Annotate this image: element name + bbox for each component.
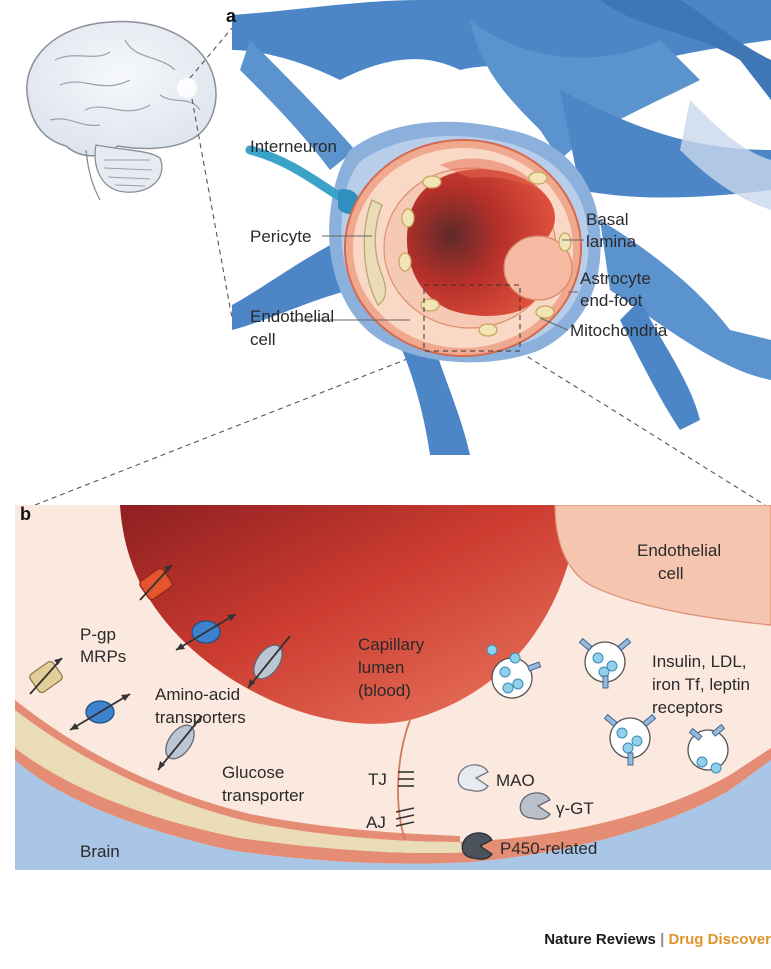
panel-b-letter: b [20,504,31,524]
label-basal-lamina-line2: lamina [586,232,637,251]
label-astrocyte-line1: Astrocyte [580,269,651,288]
label-amino-acid-line2: transporters [155,708,246,727]
label-glucose-line1: Glucose [222,763,284,782]
label-adherens-junction: AJ [366,813,386,832]
label-endothelial-cell-line2: cell [250,330,276,349]
label-capillary-lumen-line3: (blood) [358,681,411,700]
label-endothelial-b-line2: cell [658,564,684,583]
journal-credit: Nature Reviews | Drug Discover [544,931,771,948]
brain-illustration [27,22,216,200]
label-capillary-lumen-line1: Capillary [358,635,425,654]
label-amino-acid-line1: Amino-acid [155,685,240,704]
label-astrocyte-line2: end-foot [580,291,643,310]
label-mao: MAO [496,771,535,790]
capillary-cross-section [345,140,581,356]
label-glucose-line2: transporter [222,786,305,805]
label-p450: P450-related [500,839,597,858]
label-receptors-line2: iron Tf, leptin [652,675,750,694]
label-ggt: γ-GT [556,799,594,818]
label-mrps: MRPs [80,647,126,666]
panel-a-letter: a [226,6,237,26]
label-brain: Brain [80,842,120,861]
label-receptors-line1: Insulin, LDL, [652,652,747,671]
label-basal-lamina-line1: Basal [586,210,629,229]
journal-separator: | [656,931,669,948]
label-mitochondria: Mitochondria [570,321,668,340]
label-interneuron: Interneuron [250,137,337,156]
label-receptors-line3: receptors [652,698,723,717]
label-endothelial-cell-line1: Endothelial [250,307,334,326]
journal-name: Nature Reviews [544,931,656,948]
journal-section: Drug Discover [668,931,771,948]
label-tight-junction: TJ [368,770,387,789]
label-capillary-lumen-line2: lumen [358,658,404,677]
label-endothelial-b-line1: Endothelial [637,541,721,560]
label-pericyte: Pericyte [250,227,311,246]
label-pgp: P-gp [80,625,116,644]
